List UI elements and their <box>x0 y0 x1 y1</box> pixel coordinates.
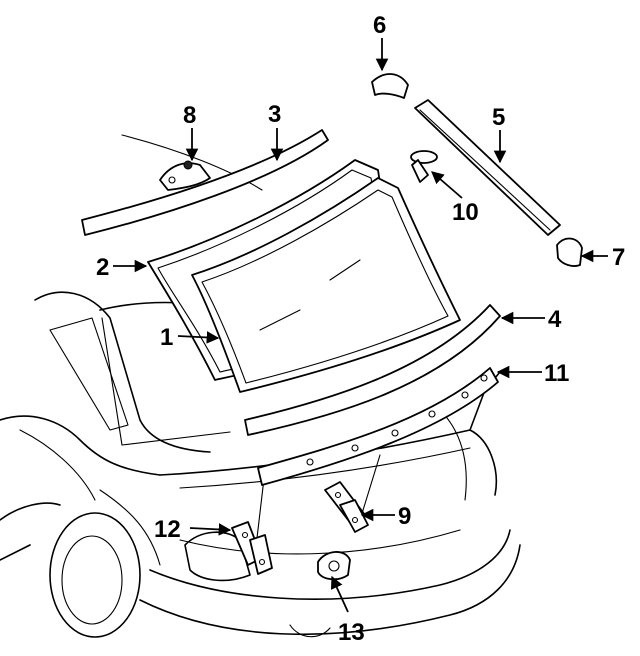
callout-2: 2 <box>96 254 109 281</box>
part-7-end-cap <box>556 237 583 267</box>
part-6-end-cap <box>371 73 409 99</box>
part-3-upper-molding <box>81 129 329 236</box>
callout-10: 10 <box>452 199 479 226</box>
part-5-side-molding <box>414 99 561 236</box>
car-body-outline <box>0 134 521 638</box>
part-13-lock <box>317 551 351 581</box>
callout-3: 3 <box>268 101 281 128</box>
callout-6: 6 <box>373 12 386 39</box>
part-10-clip <box>410 150 438 183</box>
leader-lines <box>113 38 608 613</box>
callout-12: 12 <box>154 516 181 543</box>
part-12-hinge <box>231 521 273 575</box>
callout-4: 4 <box>548 306 562 333</box>
part-8-bracket <box>159 160 211 191</box>
callout-13: 13 <box>338 619 365 646</box>
part-11-reinforcement <box>257 367 499 486</box>
callout-7: 7 <box>612 244 625 271</box>
part-4-lower-molding <box>244 304 501 436</box>
callout-11: 11 <box>544 360 569 387</box>
callout-8: 8 <box>183 102 196 129</box>
callout-1: 1 <box>160 324 173 351</box>
callout-9: 9 <box>398 503 411 530</box>
part-9-hinge <box>324 481 369 533</box>
callout-5: 5 <box>492 104 505 131</box>
